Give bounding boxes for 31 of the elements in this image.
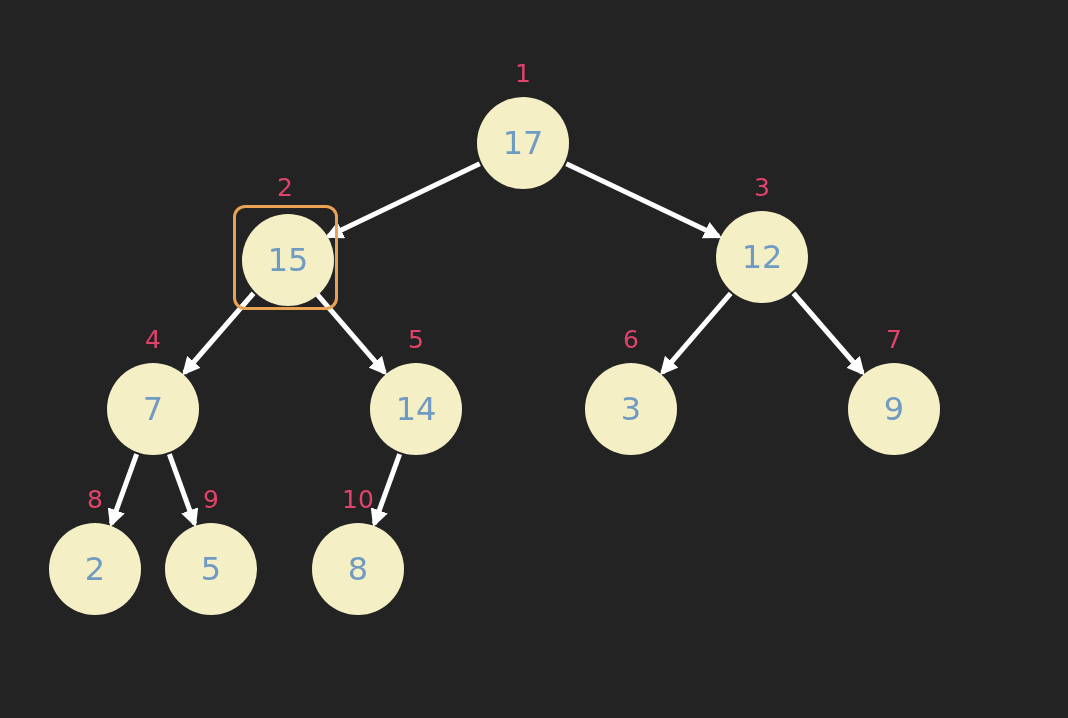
node-value: 3 [620,393,642,425]
arrow [167,453,199,528]
index-number: 7 [886,326,902,352]
arrow [107,453,139,528]
index-number: 8 [87,486,103,512]
node-value: 9 [883,393,905,425]
arrow [660,291,733,376]
index-number: 4 [145,326,161,352]
index-number: 5 [408,326,424,352]
index-number: 9 [203,486,219,512]
index-number: 1 [515,60,531,86]
arrow [182,291,256,376]
arrow [370,453,402,528]
arrow [325,161,481,239]
index-number: 2 [277,174,293,200]
node-value: 15 [267,244,309,276]
highlight-frame [233,205,338,310]
node-value: 7 [142,393,164,425]
node-value: 14 [395,393,437,425]
node-value: 2 [84,553,106,585]
node-value: 8 [347,553,369,585]
node-value: 5 [200,553,222,585]
node-value: 12 [741,241,783,273]
node-value: 17 [502,127,544,159]
arrow [314,291,387,376]
arrow [791,291,865,376]
index-number: 6 [623,326,639,352]
arrow [565,161,722,239]
index-number: 3 [754,174,770,200]
index-number: 10 [342,486,374,512]
heap-node-circle [242,214,334,306]
